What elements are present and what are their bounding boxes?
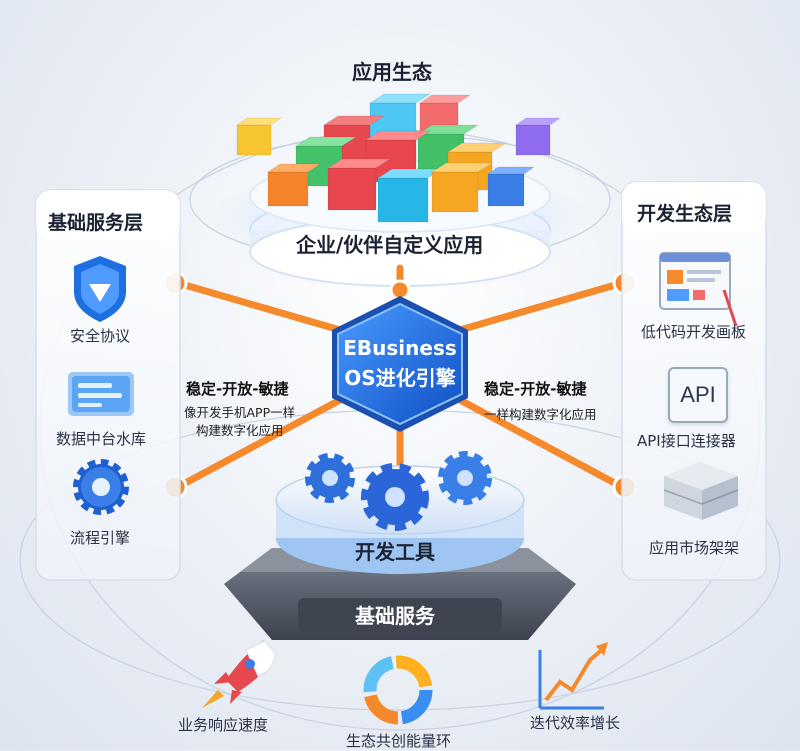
gears-icon [305,451,492,531]
core-title-line1: EBusiness [343,336,457,360]
co-creation-ring-label: 生态共创能量环 [346,732,452,750]
data-lake-label: 数据中台水库 [56,430,147,448]
app-market-label: 应用市场架架 [649,539,740,557]
right-tag-title: 稳定-开放-敏捷 [484,380,587,398]
process-engine-label: 流程引擎 [70,529,131,547]
base-platform [224,548,576,640]
left-tag-sub1: 像开发手机APP一样 [184,405,296,420]
left-tag-title: 稳定-开放-敏捷 [186,380,289,398]
left-panel-title: 基础服务层 [48,212,144,234]
rocket-icon [202,639,277,708]
core-hexagon [332,296,468,432]
app-ecosystem-title: 应用生态 [352,60,432,84]
right-tag-sub1: 一样构建数字化应用 [484,407,597,422]
ring-icon [363,655,433,725]
lowcode-board-label: 低代码开发画板 [641,323,747,341]
security-protocol-label: 安全协议 [70,327,131,345]
shelf-icon [663,462,739,520]
left-panel [35,189,181,581]
growth-chart-icon [538,642,608,710]
iteration-growth-label: 迭代效率增长 [530,714,621,732]
response-speed-label: 业务响应速度 [178,716,269,734]
custom-apps-label: 企业/伙伴自定义应用 [296,233,484,257]
api-icon: API [668,367,728,423]
canvas-board-icon [659,252,738,327]
dev-tools-label: 开发工具 [355,540,435,564]
shield-icon [74,256,126,322]
api-connector-label: API接口连接器 [637,432,736,450]
data-card-icon [68,372,134,416]
app-cubes [235,93,562,223]
left-tag-sub2: 构建数字化应用 [196,423,284,438]
base-service-label: 基础服务 [355,604,435,628]
right-panel-title: 开发生态层 [637,203,733,225]
gear-icon [73,459,129,515]
core-title-line2: OS进化引擎 [344,366,456,390]
